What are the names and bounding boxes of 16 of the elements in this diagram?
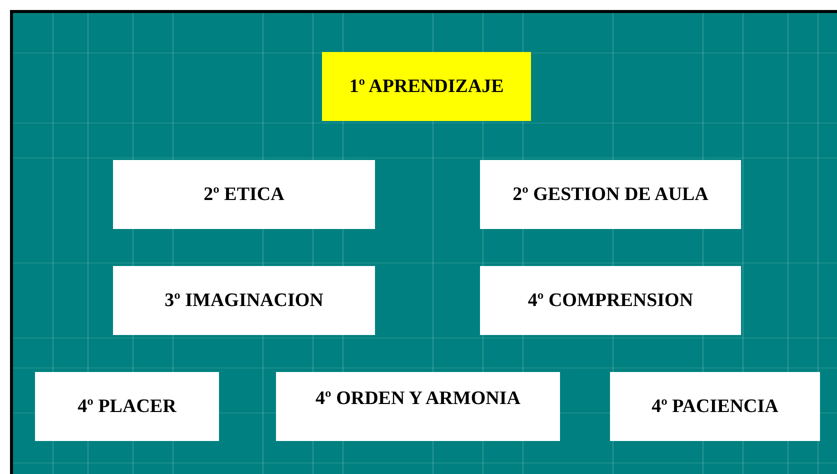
label-box <box>113 160 375 229</box>
box-label: 4º ORDEN Y ARMONIA <box>316 388 520 410</box>
label-box <box>35 372 219 441</box>
box-label: 3º IMAGINACION <box>164 290 324 312</box>
box-label: 2º GESTION DE AULA <box>512 184 708 206</box>
label-box <box>113 266 375 335</box>
label-box <box>480 160 741 229</box>
label-box <box>610 372 820 441</box>
box-label: 4º PLACER <box>78 396 176 418</box>
box-label: 1º APRENDIZAJE <box>349 76 504 98</box>
label-box <box>276 372 560 441</box>
label-box <box>480 266 741 335</box>
box-label: 4º COMPRENSION <box>528 290 694 312</box>
box-label: 2º ETICA <box>204 184 284 206</box>
label-box <box>322 52 531 121</box>
box-label: 4º PACIENCIA <box>652 396 778 418</box>
